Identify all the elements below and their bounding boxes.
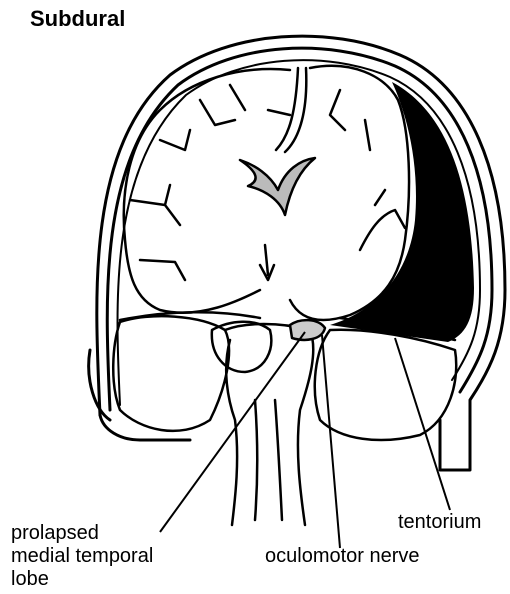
label-prolapsed-line3: lobe [11, 568, 49, 591]
label-tentorium: tentorium [398, 511, 481, 534]
subdural-hematoma [330, 82, 474, 342]
leader-tentorium [395, 338, 450, 510]
lateral-ventricle [240, 158, 315, 215]
leader-oculomotor [322, 335, 340, 548]
leader-prolapsed [160, 332, 305, 532]
figure-title: Subdural [30, 6, 125, 32]
cerebellum-right [315, 330, 456, 440]
label-prolapsed-line1: prolapsed [11, 522, 99, 545]
prolapsed-lobe [290, 320, 325, 340]
label-oculomotor-nerve: oculomotor nerve [265, 545, 420, 568]
label-prolapsed-line2: medial temporal [11, 545, 153, 568]
falx-cerebri [276, 68, 306, 152]
arrow [260, 245, 274, 280]
right-hemisphere [290, 66, 409, 320]
